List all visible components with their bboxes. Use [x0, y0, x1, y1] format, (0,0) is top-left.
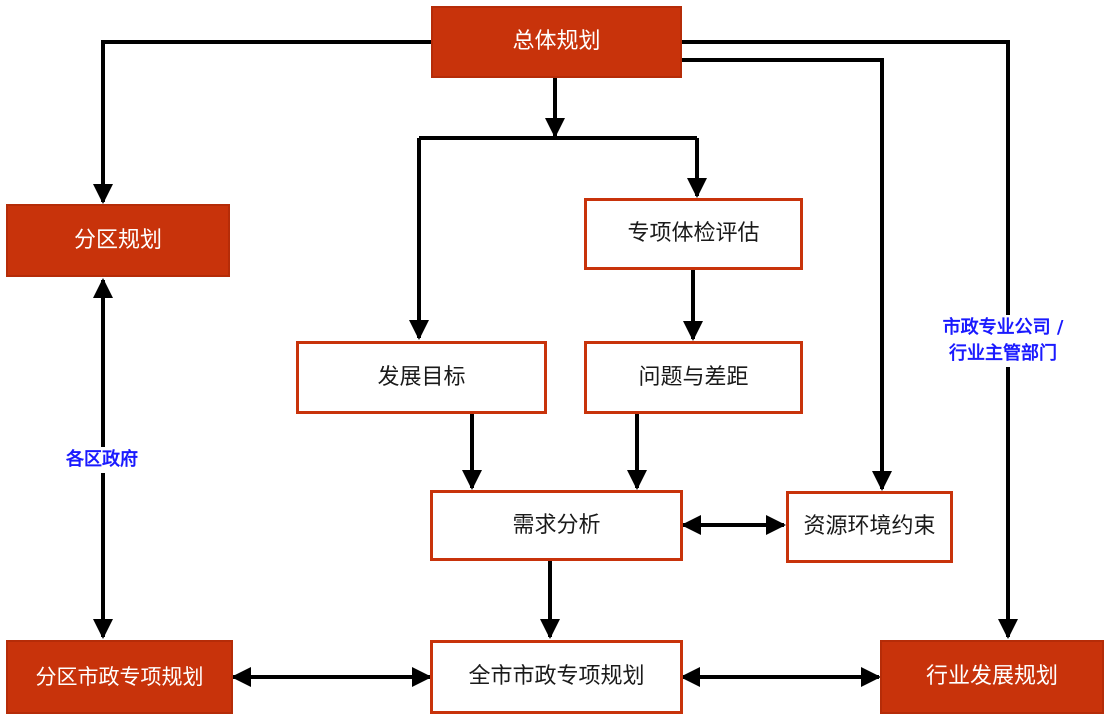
- arrow-overall-to-resources: [680, 58, 892, 491]
- node-resources: 资源环境约束: [786, 491, 953, 563]
- label-municipal-line1: 市政专业公司 /: [942, 317, 1064, 338]
- node-demand: 需求分析: [430, 490, 683, 561]
- label-municipal-companies: 市政专业公司 / 行业主管部门: [908, 315, 1098, 367]
- node-city-municipal: 全市市政专项规划: [430, 640, 683, 714]
- node-district-municipal: 分区市政专项规划: [6, 640, 233, 714]
- node-district-plan: 分区规划: [6, 204, 230, 277]
- label-municipal-line2: 行业主管部门: [949, 343, 1057, 364]
- node-overall-plan: 总体规划: [431, 6, 682, 78]
- label-district-gov: 各区政府: [42, 447, 162, 473]
- node-industry: 行业发展规划: [880, 640, 1104, 714]
- node-gaps: 问题与差距: [584, 341, 803, 414]
- arrow-overall-to-industry: [680, 40, 1018, 639]
- node-goals: 发展目标: [296, 341, 547, 414]
- arrow-overall-to-district: [93, 40, 432, 204]
- node-special-check: 专项体检评估: [584, 198, 803, 270]
